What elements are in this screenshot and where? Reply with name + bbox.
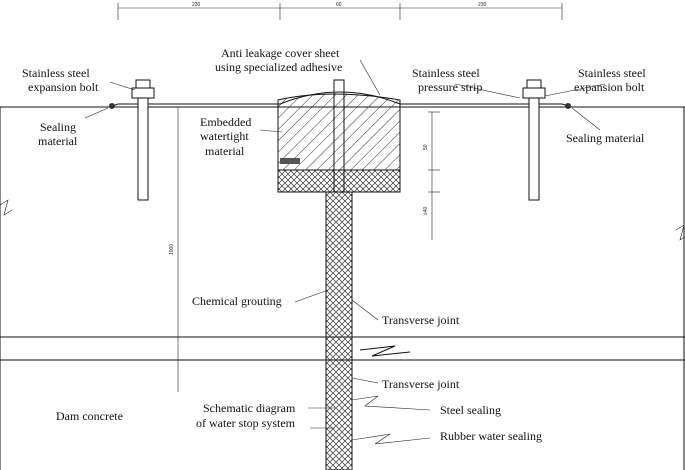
right-sealing-dot [565, 103, 571, 109]
label-sealing-left-1: Sealing [40, 120, 76, 134]
label-pressure-strip-1: Stainless steel [412, 66, 480, 80]
center-strip [333, 79, 345, 193]
cover-sheet [109, 91, 573, 108]
grout-column [325, 191, 353, 470]
right-bolt [522, 79, 546, 201]
label-bolt-left-1: Stainless steel [22, 66, 90, 80]
label-anti-leakage-2: using specialized adhesive [215, 60, 342, 74]
label-embedded-1: Embedded [200, 115, 251, 129]
label-transverse-joint-1: Transverse joint [382, 313, 460, 327]
label-embedded-2: watertight [200, 129, 249, 143]
label-chemical-grouting: Chemical grouting [192, 294, 282, 308]
left-bolt [131, 79, 155, 201]
embedded-block [277, 93, 401, 193]
label-bolt-right-1: Stainless steel [578, 66, 646, 80]
label-sealing-left-2: material [38, 134, 78, 148]
dim-top-right: 230 [478, 2, 487, 8]
label-embedded-3: material [205, 144, 245, 158]
label-transverse-joint-2: Transverse joint [382, 377, 460, 391]
label-anti-leakage-1: Anti leakage cover sheet [221, 46, 340, 60]
label-rubber-sealing: Rubber water sealing [440, 429, 542, 443]
left-sealing-dot [109, 103, 115, 109]
label-dam-concrete: Dam concrete [56, 409, 123, 423]
label-schematic-2: of water stop system [196, 416, 296, 430]
dim-side-upper: 50 [423, 144, 429, 150]
leader-lines [84, 59, 606, 445]
label-pressure-strip-2: pressure strip [418, 80, 482, 94]
side-dimension: 50 ≥40 [423, 111, 440, 240]
label-sealing-right: Sealing material [566, 131, 645, 145]
vertical-dimension: 1000 [169, 107, 179, 392]
dim-vertical: 1000 [169, 244, 175, 255]
label-bolt-right-2: expansion bolt [574, 80, 645, 94]
dim-top-left: 230 [192, 2, 201, 8]
dim-top-mid: 60 [336, 2, 342, 8]
label-bolt-left-2: expansion bolt [28, 80, 99, 94]
label-schematic-1: Schematic diagram [203, 401, 296, 415]
top-dimension-line: 230 60 230 [117, 2, 563, 20]
dim-side-lower: ≥40 [423, 206, 429, 215]
label-steel-sealing: Steel sealing [440, 403, 501, 417]
